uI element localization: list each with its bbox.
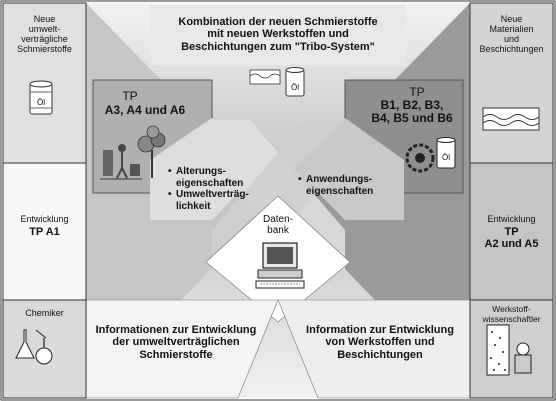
right-col-bottom-cell — [469, 299, 554, 399]
right-top-label: Neue Materialien und Beschichtungen — [479, 14, 544, 55]
tree-icon — [137, 125, 166, 178]
right-mid-label-2: TP A2 und A5 — [484, 226, 539, 251]
computer-icon — [255, 242, 305, 289]
right-bottom-label: Werkstoff- wissenschaftler — [482, 304, 541, 324]
bullet-application: Anwendungs- eigenschaften — [298, 174, 390, 197]
left-tp-label: TP — [122, 89, 138, 103]
right-col-mid-cell — [469, 162, 554, 301]
left-mid-label-1: Entwicklung — [20, 214, 69, 224]
right-mid-label-1: Entwicklung — [487, 214, 536, 224]
oil-label: Öl — [442, 153, 450, 162]
recycle-gear-icon — [405, 143, 435, 173]
bottom-left-text: Informationen zur Entwicklung der umwelt… — [95, 324, 257, 361]
left-bottom-label: Chemiker — [25, 308, 64, 318]
right-tp-label: TP — [409, 85, 425, 99]
bullet-aging: Alterungs- eigenschaften — [168, 166, 260, 189]
left-tp-projects: A3, A4 und A6 — [104, 103, 186, 117]
left-mid-label-2: TP A1 — [29, 226, 60, 238]
chemistry-flask-icon — [15, 329, 53, 365]
microstructure-icon — [486, 324, 510, 376]
oil-label: Öl — [291, 83, 299, 92]
top-text-box — [150, 5, 406, 65]
environment-figures-icon — [100, 144, 142, 180]
right-tp-projects: B1, B2, B3, B4, B5 und B6 — [371, 98, 453, 126]
oil-barrel-icon — [29, 80, 53, 115]
right-bullet-list: Anwendungs- eigenschaften — [298, 174, 390, 197]
left-col-mid-cell — [2, 162, 87, 301]
bullet-environment: Umweltverträg- lichkeit — [168, 189, 260, 212]
coating-plate-icon — [482, 107, 540, 131]
top-title: Kombination der neuen Schmierstoffe mit … — [178, 16, 378, 53]
oil-barrel-icon — [436, 137, 456, 169]
database-label: Daten- bank — [262, 214, 293, 237]
left-top-label: Neue umwelt- verträgliche Schmierstoffe — [17, 14, 72, 55]
oil-barrel-icon — [285, 67, 305, 97]
coating-plate-icon — [249, 69, 281, 85]
bottom-right-text: Information zur Entwicklung von Werkstof… — [306, 324, 454, 361]
left-bullet-list: Alterungs- eigenschaften Umweltverträg- … — [168, 166, 260, 212]
microscope-icon — [514, 342, 532, 374]
right-col-top-cell — [469, 2, 554, 164]
oil-label: Öl — [37, 98, 45, 107]
